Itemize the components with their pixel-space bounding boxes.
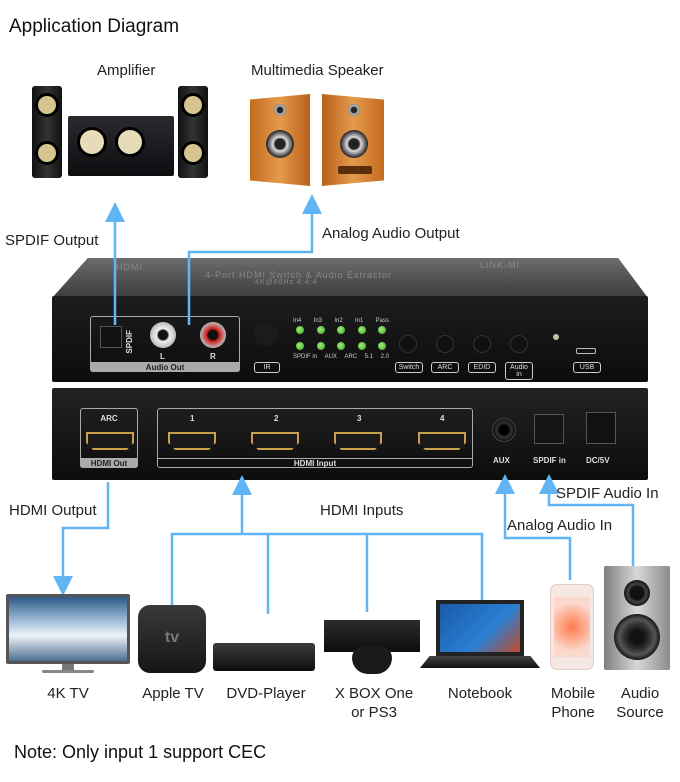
hdmi-in-3-port — [334, 432, 382, 450]
hdmi-output-wire — [53, 482, 110, 596]
xbox-image — [324, 620, 420, 674]
hdmi-in-1-port — [168, 432, 216, 450]
spdif-port-label: SPDIF — [125, 330, 134, 354]
audio-in-button[interactable] — [511, 336, 527, 352]
ir-label: IR — [254, 362, 280, 373]
spdif-in-label-text: SPDIF Audio In — [556, 485, 659, 502]
amplifier-image — [30, 84, 210, 184]
arc-label: ARC — [100, 414, 118, 423]
spdif-output-label: SPDIF Output — [5, 232, 99, 249]
device-brand-left: HDMI — [116, 262, 143, 272]
cec-note: Note: Only input 1 support CEC — [14, 742, 267, 762]
led-in4 — [296, 326, 304, 334]
led-label-in1: In1 — [354, 318, 364, 324]
led-spdif-in — [296, 342, 304, 350]
hdmi-in-2-label: 2 — [274, 414, 279, 423]
led-aux — [316, 342, 325, 350]
apple-tv-logo-icon: tv — [164, 629, 180, 646]
source-label-mobile: Mobile Phone — [550, 685, 596, 721]
hdmi-in-4-label: 4 — [440, 414, 445, 423]
hdmi-input-group — [157, 408, 473, 468]
power-led — [553, 334, 559, 340]
switch-button[interactable] — [400, 336, 416, 352]
usb-port — [576, 348, 596, 354]
hdmi-in-4-port — [418, 432, 466, 450]
led-5-1 — [357, 342, 366, 350]
arc-button-label: ARC — [431, 362, 459, 373]
hdmi-in-2-port — [251, 432, 299, 450]
dc-power-port — [586, 412, 616, 444]
hdmi-input-label: HDMI Input — [293, 459, 337, 468]
led-label-in2: In2 — [334, 318, 343, 324]
source-label-apple-tv: Apple TV — [142, 685, 204, 702]
hdmi-out-label: HDMI Out — [90, 459, 128, 468]
spdif-in-port — [534, 414, 564, 444]
led-label-spdif-in: SPDIF in — [293, 354, 318, 360]
spdif-in-label: SPDIF in — [533, 456, 566, 465]
source-label-xbox: X BOX One or PS3 — [334, 685, 414, 721]
notebook-image — [420, 600, 540, 672]
rca-left-label: L — [160, 352, 165, 361]
edid-button-label: EDID — [468, 362, 496, 373]
device-model-subtext: 4K@60Hz 4:4:4 — [255, 279, 318, 286]
multimedia-speaker-image — [248, 90, 388, 188]
led-2-0 — [378, 342, 386, 350]
source-label-notebook: Notebook — [447, 685, 513, 702]
audio-out-label: Audio Out — [145, 363, 185, 372]
led-label-2-0: 2.0 — [380, 354, 389, 360]
hdmi-out-port — [86, 432, 134, 450]
device-top-panel — [52, 258, 648, 298]
ir-sensor — [254, 322, 278, 346]
spdif-output-port — [100, 326, 122, 348]
source-label-dvd: DVD-Player — [226, 685, 306, 702]
hdmi-in-1-label: 1 — [190, 414, 195, 423]
apple-tv-image: tv — [138, 605, 206, 673]
led-label-arc: ARC — [344, 354, 358, 360]
audio-source-image — [604, 566, 670, 670]
hdmi-inputs-label: HDMI Inputs — [320, 502, 404, 519]
rca-right-label: R — [210, 352, 216, 361]
aux-port — [492, 418, 516, 442]
diagram-title: Application Diagram — [9, 16, 180, 37]
led-in3 — [316, 326, 325, 334]
edid-button[interactable] — [474, 336, 490, 352]
speaker-label: Multimedia Speaker — [251, 62, 384, 79]
amplifier-label: Amplifier — [97, 62, 156, 79]
analog-output-label: Analog Audio Output — [322, 225, 460, 242]
hdmi-in-3-label: 3 — [357, 414, 362, 423]
led-arc — [337, 342, 345, 350]
hdmi-output-label: HDMI Output — [9, 502, 97, 519]
usb-label: USB — [573, 362, 601, 373]
source-label-tv: 4K TV — [47, 685, 89, 702]
mobile-phone-image — [550, 584, 594, 670]
led-label-pass: Pass — [375, 318, 389, 324]
led-in2 — [337, 326, 345, 334]
dvd-player-image — [213, 643, 315, 671]
led-label-in3: In3 — [313, 318, 322, 324]
led-label-5-1: 5.1 — [364, 354, 374, 360]
dc-label: DC/5V — [586, 456, 610, 465]
led-pass — [378, 326, 386, 334]
led-in1 — [357, 326, 366, 334]
device-brand-right: LINK-MI — [480, 260, 521, 270]
rca-left-port — [150, 322, 176, 348]
arc-button[interactable] — [437, 336, 453, 352]
led-label-aux: AUX — [324, 354, 337, 360]
tv-image — [6, 594, 130, 676]
aux-label: AUX — [493, 456, 510, 465]
switch-button-label: Switch — [395, 362, 423, 373]
analog-in-label: Analog Audio In — [507, 517, 613, 534]
rca-right-port — [200, 322, 226, 348]
led-label-in4: In4 — [293, 318, 302, 324]
source-label-audio: Audio Source — [616, 685, 664, 721]
audio-in-button-label: Audio in — [505, 362, 533, 380]
